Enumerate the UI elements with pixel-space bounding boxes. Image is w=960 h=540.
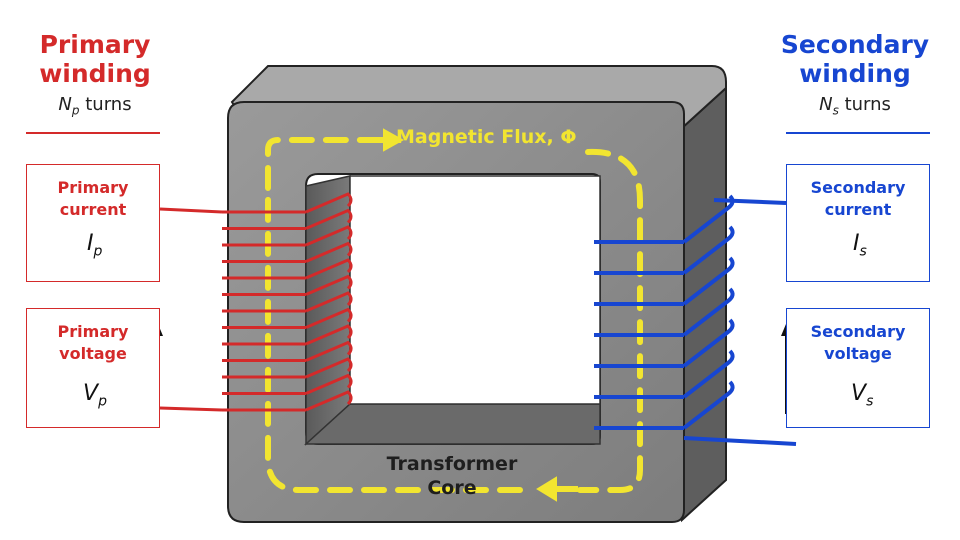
secondary-coil-turn-side: [682, 225, 735, 275]
flux-path: [265, 137, 643, 493]
core-window-bottom-wall: [304, 403, 601, 445]
primary-lead-top: [159, 207, 223, 214]
secondary-turns: Ns turns: [819, 94, 891, 118]
secondary-voltage-label: Secondary voltage: [810, 322, 906, 363]
core-window-back: [349, 175, 601, 405]
secondary-current-box: Secondary current Is: [786, 164, 930, 282]
core-side-face: [681, 85, 727, 523]
primary-voltage-symbol: Vp: [83, 381, 107, 410]
secondary-title-line1: Secondary: [780, 30, 930, 59]
secondary-coil-turn-side: [682, 287, 735, 337]
primary-title-line1: Primary: [39, 30, 151, 59]
secondary-voltage-symbol: Vs: [851, 381, 874, 410]
secondary-coil-turn-side: [682, 318, 735, 368]
primary-coil-turn-back: [305, 291, 353, 313]
core-label: Transformer Core: [386, 453, 518, 499]
secondary-lead-top: [713, 198, 787, 205]
secondary-winding-title: Secondary winding: [770, 30, 940, 88]
primary-current-label: Primary current: [57, 178, 129, 219]
primary-coil: [222, 192, 353, 412]
primary-coil-turn-back: [305, 258, 353, 280]
primary-coil-turn-back: [305, 307, 353, 329]
primary-divider: [26, 132, 160, 134]
secondary-coil: [594, 194, 735, 430]
secondary-coil-turn-side: [682, 380, 735, 430]
secondary-lead-bottom: [683, 436, 797, 446]
primary-coil-turn-back: [305, 357, 353, 379]
primary-coil-turn-back: [305, 192, 353, 214]
primary-current-symbol: Ip: [87, 231, 103, 260]
primary-coil-turn-back: [305, 241, 353, 263]
secondary-coil-turn-side: [682, 256, 735, 306]
secondary-current-label: Secondary current: [810, 178, 906, 219]
primary-coil-turn-back: [305, 390, 353, 412]
primary-coil-turn-back: [305, 340, 353, 362]
primary-winding-title: Primary winding: [20, 30, 170, 88]
primary-coil-turn-back: [305, 324, 353, 346]
primary-current-box: Primary current Ip: [26, 164, 160, 282]
secondary-title-line2: winding: [799, 59, 911, 88]
primary-coil-turn-back: [305, 208, 353, 230]
secondary-voltage-box: Secondary voltage Vs: [786, 308, 930, 428]
primary-lead-bottom: [159, 406, 223, 412]
primary-coil-turn-back: [305, 225, 353, 247]
flux-label: Magnetic Flux, Φ: [396, 126, 577, 148]
primary-voltage-box: Primary voltage Vp: [26, 308, 160, 428]
secondary-coil-turn-side: [682, 349, 735, 399]
primary-title-line2: winding: [39, 59, 151, 88]
primary-voltage-label: Primary voltage: [57, 322, 129, 363]
primary-turns: Np turns: [58, 94, 132, 118]
secondary-divider: [786, 132, 930, 134]
primary-coil-turn-back: [305, 373, 353, 395]
secondary-current-symbol: Is: [853, 231, 867, 260]
primary-coil-turn-back: [305, 274, 353, 296]
